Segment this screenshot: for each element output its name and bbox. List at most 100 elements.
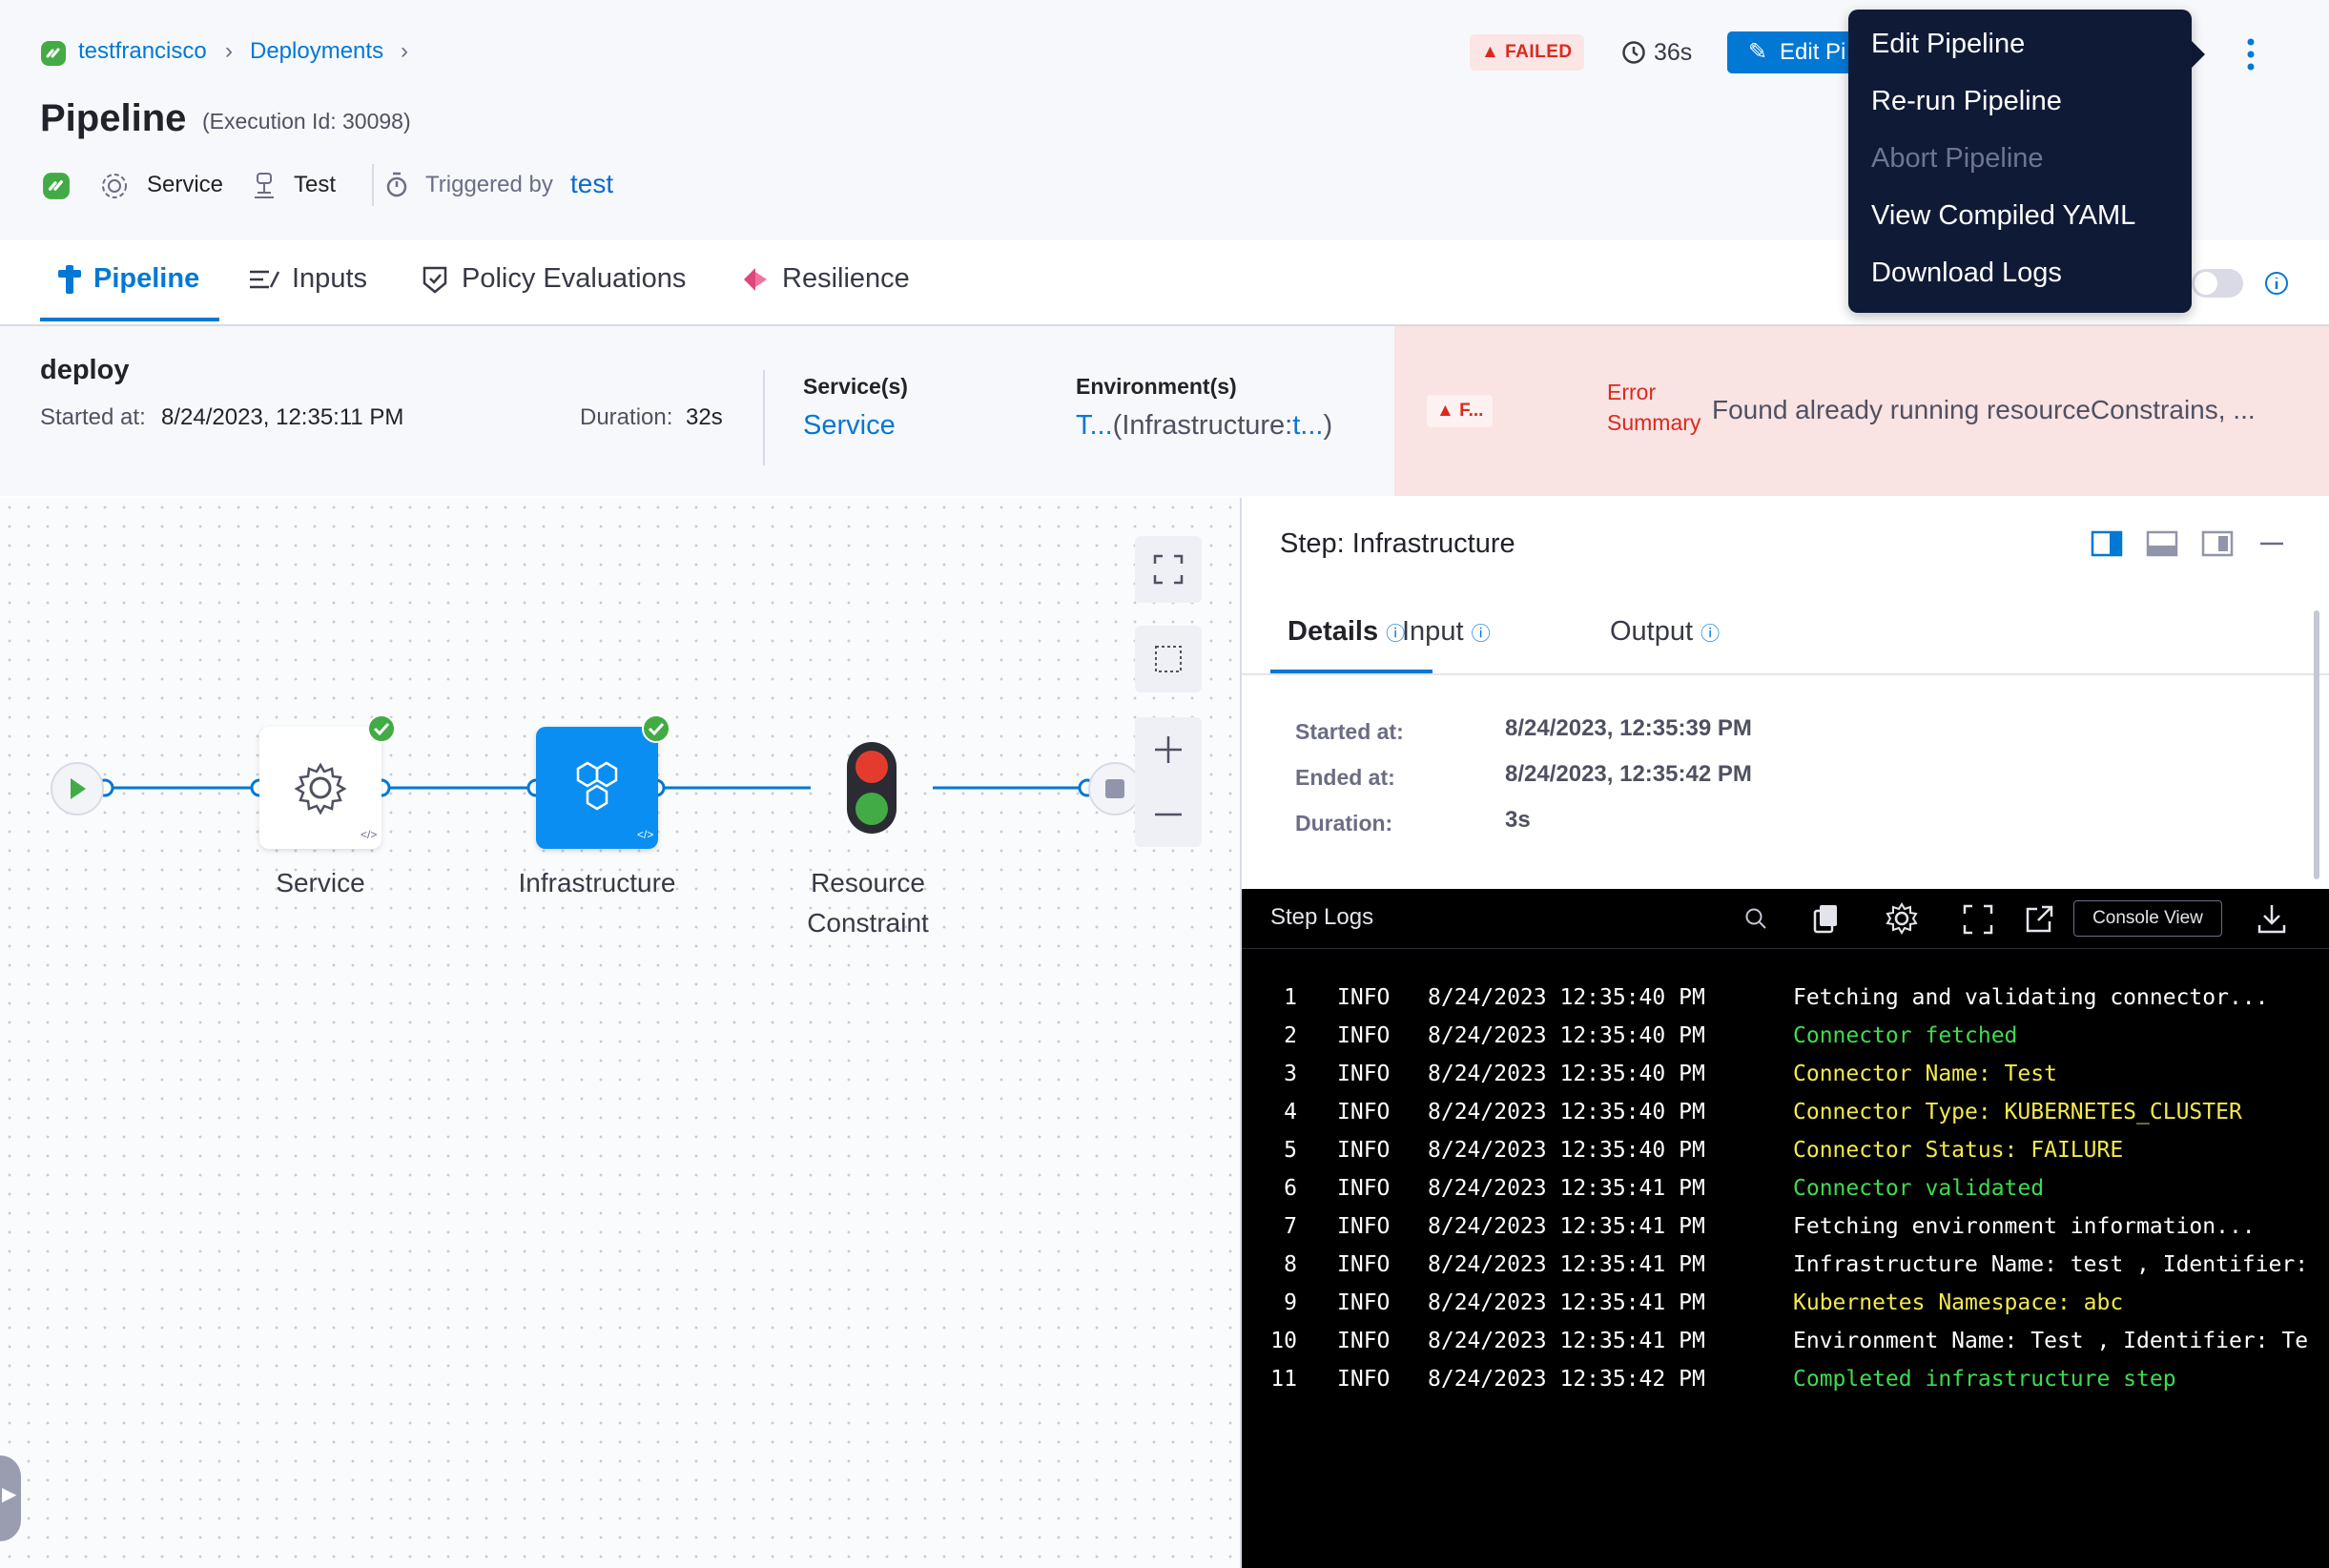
menu-arrow	[2192, 41, 2205, 68]
error-message[interactable]: Found already running resourceConstrains…	[1712, 395, 2256, 425]
collapse-handle[interactable]: ▶	[0, 1455, 21, 1541]
step-logs: Step Logs Console View 1INFO8/24/2023 12…	[1242, 889, 2329, 1568]
gear-icon[interactable]	[1885, 901, 1919, 936]
tab-inputs[interactable]: Inputs	[248, 263, 367, 295]
log-line-number: 2	[1259, 1017, 1297, 1055]
chevron-right-icon: ▶	[2, 1482, 16, 1506]
log-level: INFO	[1337, 1360, 1390, 1398]
meta-service: Service	[147, 172, 223, 198]
log-level: INFO	[1337, 1246, 1390, 1284]
log-timestamp: 8/24/2023 12:35:40 PM	[1428, 1093, 1705, 1131]
console-toggle[interactable]	[2192, 269, 2243, 298]
log-message: Completed infrastructure step	[1793, 1360, 2176, 1398]
step-tab-input[interactable]: Input ⓘ	[1402, 616, 1491, 648]
stage-started-label: Started at:	[40, 404, 146, 431]
infrastructure-node[interactable]: </>	[536, 727, 658, 849]
minimize-icon[interactable]	[2258, 530, 2285, 557]
expand-icon	[1153, 554, 1184, 585]
search-icon[interactable]	[1743, 906, 1768, 931]
breadcrumb-deployments[interactable]: Deployments	[250, 38, 383, 65]
page-title: Pipeline	[40, 97, 186, 140]
logs-title: Step Logs	[1270, 904, 1373, 931]
menu-item-rerun-pipeline[interactable]: Re-run Pipeline	[1871, 86, 2062, 117]
console-view-button[interactable]: Console View	[2073, 900, 2222, 937]
zoom-in-icon[interactable]	[1153, 734, 1184, 765]
more-options-icon[interactable]	[2239, 36, 2262, 72]
open-external-icon[interactable]	[2024, 904, 2054, 935]
scrollbar[interactable]	[2314, 610, 2319, 879]
menu-item-edit-pipeline[interactable]: Edit Pipeline	[1871, 29, 2025, 60]
edit-pipeline-button[interactable]: ✎ Edit Pi	[1727, 31, 1861, 73]
log-message: Connector Type: KUBERNETES_CLUSTER	[1793, 1093, 2242, 1131]
pipeline-actions-menu: Edit Pipeline Re-run Pipeline Abort Pipe…	[1848, 10, 2192, 313]
log-line-number: 3	[1259, 1055, 1297, 1093]
traffic-light-icon[interactable]	[845, 740, 898, 836]
log-timestamp: 8/24/2023 12:35:41 PM	[1428, 1246, 1705, 1284]
log-level: INFO	[1337, 1284, 1390, 1322]
select-area-button[interactable]	[1135, 626, 1202, 692]
marquee-select-icon	[1153, 644, 1184, 674]
stage-summary: deploy Started at: 8/24/2023, 12:35:11 P…	[0, 326, 1394, 496]
step-started-label: Started at:	[1295, 719, 1404, 745]
log-line-number: 4	[1259, 1093, 1297, 1131]
environments-value[interactable]: T...(Infrastructure:t...)	[1076, 410, 1332, 442]
layout-right-icon[interactable]	[2091, 530, 2123, 557]
environment-icon	[250, 171, 278, 201]
log-line-number: 1	[1259, 979, 1297, 1017]
copy-icon[interactable]	[1810, 902, 1843, 935]
tab-resilience[interactable]: Resilience	[740, 263, 910, 295]
log-line-number: 10	[1259, 1322, 1297, 1360]
pipeline-graph-canvas[interactable]: </> Service </> Infrastructure Resource …	[0, 498, 1242, 1568]
meta-environment: Test	[294, 172, 336, 198]
error-summary: ▲ F... Error Summary Found already runni…	[1394, 326, 2329, 496]
policy-icon	[420, 264, 450, 295]
zoom-out-icon[interactable]	[1153, 799, 1184, 830]
log-timestamp: 8/24/2023 12:35:40 PM	[1428, 1055, 1705, 1093]
breadcrumb-project[interactable]: testfrancisco	[78, 38, 207, 65]
error-status-badge: ▲ F...	[1427, 395, 1493, 427]
service-node[interactable]: </>	[259, 727, 381, 849]
tab-policy-evaluations[interactable]: Policy Evaluations	[420, 263, 686, 295]
tab-pipeline[interactable]: Pipeline	[57, 263, 199, 295]
log-line-number: 5	[1259, 1131, 1297, 1169]
start-node[interactable]	[50, 761, 105, 816]
step-tab-output[interactable]: Output ⓘ	[1610, 616, 1720, 648]
log-message: Infrastructure Name: test , Identifier:	[1793, 1246, 2308, 1284]
info-icon: ⓘ	[1472, 624, 1491, 645]
infrastructure-node-label: Infrastructure	[492, 868, 702, 898]
log-line-number: 9	[1259, 1284, 1297, 1322]
log-line: 1INFO8/24/2023 12:35:40 PMFetching and v…	[1242, 979, 2329, 1017]
chevron-right-icon: ›	[225, 38, 233, 65]
duration-badge: 36s	[1621, 36, 1692, 69]
menu-item-abort-pipeline: Abort Pipeline	[1871, 143, 2044, 175]
layout-float-icon[interactable]	[2201, 530, 2234, 557]
triggered-by-user[interactable]: test	[570, 169, 613, 199]
services-value[interactable]: Service	[803, 410, 896, 442]
info-icon[interactable]	[2264, 271, 2289, 296]
layout-bottom-icon[interactable]	[2146, 530, 2178, 557]
log-line-number: 11	[1259, 1360, 1297, 1398]
menu-item-download-logs[interactable]: Download Logs	[1871, 258, 2062, 289]
log-level: INFO	[1337, 979, 1390, 1017]
info-icon: ⓘ	[1700, 624, 1720, 645]
log-lines: 1INFO8/24/2023 12:35:40 PMFetching and v…	[1242, 979, 2329, 1513]
active-tab-indicator	[40, 318, 219, 321]
step-tab-details[interactable]: Details ⓘ	[1288, 616, 1405, 648]
chevron-right-icon: ›	[401, 38, 408, 65]
warning-icon: ▲	[1481, 42, 1499, 62]
status-badge: ▲ FAILED	[1470, 34, 1584, 71]
pencil-icon: ✎	[1748, 31, 1767, 73]
inputs-icon	[248, 266, 280, 293]
resilience-icon	[740, 264, 771, 295]
log-line: 5INFO8/24/2023 12:35:40 PMConnector Stat…	[1242, 1131, 2329, 1169]
download-icon[interactable]	[2257, 902, 2287, 935]
step-details-panel: Step: Infrastructure Details ⓘ Input ⓘ O…	[1242, 498, 2329, 889]
log-message: Connector fetched	[1793, 1017, 2017, 1055]
step-duration-value: 3s	[1505, 807, 1531, 834]
services-label: Service(s)	[803, 374, 908, 400]
fit-to-screen-button[interactable]	[1135, 536, 1202, 603]
menu-item-view-compiled-yaml[interactable]: View Compiled YAML	[1871, 200, 2135, 232]
log-timestamp: 8/24/2023 12:35:41 PM	[1428, 1169, 1705, 1207]
expand-icon[interactable]	[1963, 904, 1993, 935]
log-line: 6INFO8/24/2023 12:35:41 PMConnector vali…	[1242, 1169, 2329, 1207]
